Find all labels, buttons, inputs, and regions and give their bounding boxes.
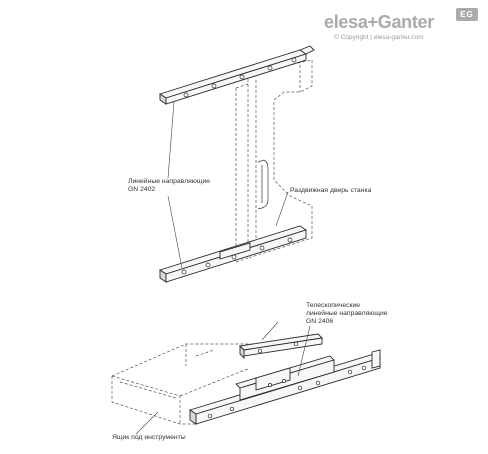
lower-linear-guide (158, 225, 308, 283)
label-linear-guides-name: Линейные направляющие (128, 178, 211, 185)
label-telescopic-name-2: линейные направляющие (306, 310, 388, 317)
upper-linear-guide (158, 45, 315, 105)
logo-brand-text: elesa+Ganter (324, 12, 434, 32)
label-linear-guides: Линейные направляющие GN 2402 (128, 178, 210, 194)
rear-telescopic-guide (239, 333, 323, 360)
label-sliding-door: Раздвижная дверь станка (290, 187, 372, 194)
sliding-door (235, 59, 313, 263)
label-telescopic-code: GN 2406 (306, 318, 334, 325)
label-tool-drawer: Ящик под инструменты (112, 434, 186, 441)
label-telescopic-guides: Телескопические линейные направляющие GN… (306, 302, 388, 326)
label-linear-guides-code: GN 2402 (128, 186, 156, 193)
logo-copyright: © Copyright | elesa-ganter.com (334, 34, 424, 41)
tool-drawer (111, 343, 296, 425)
front-telescopic-guide (188, 349, 382, 425)
logo-badge: EG (456, 8, 478, 21)
label-telescopic-name-1: Телескопические (306, 302, 361, 309)
elesa-ganter-logo: elesa+Ganter © Copyright | elesa-ganter.… (318, 8, 480, 52)
